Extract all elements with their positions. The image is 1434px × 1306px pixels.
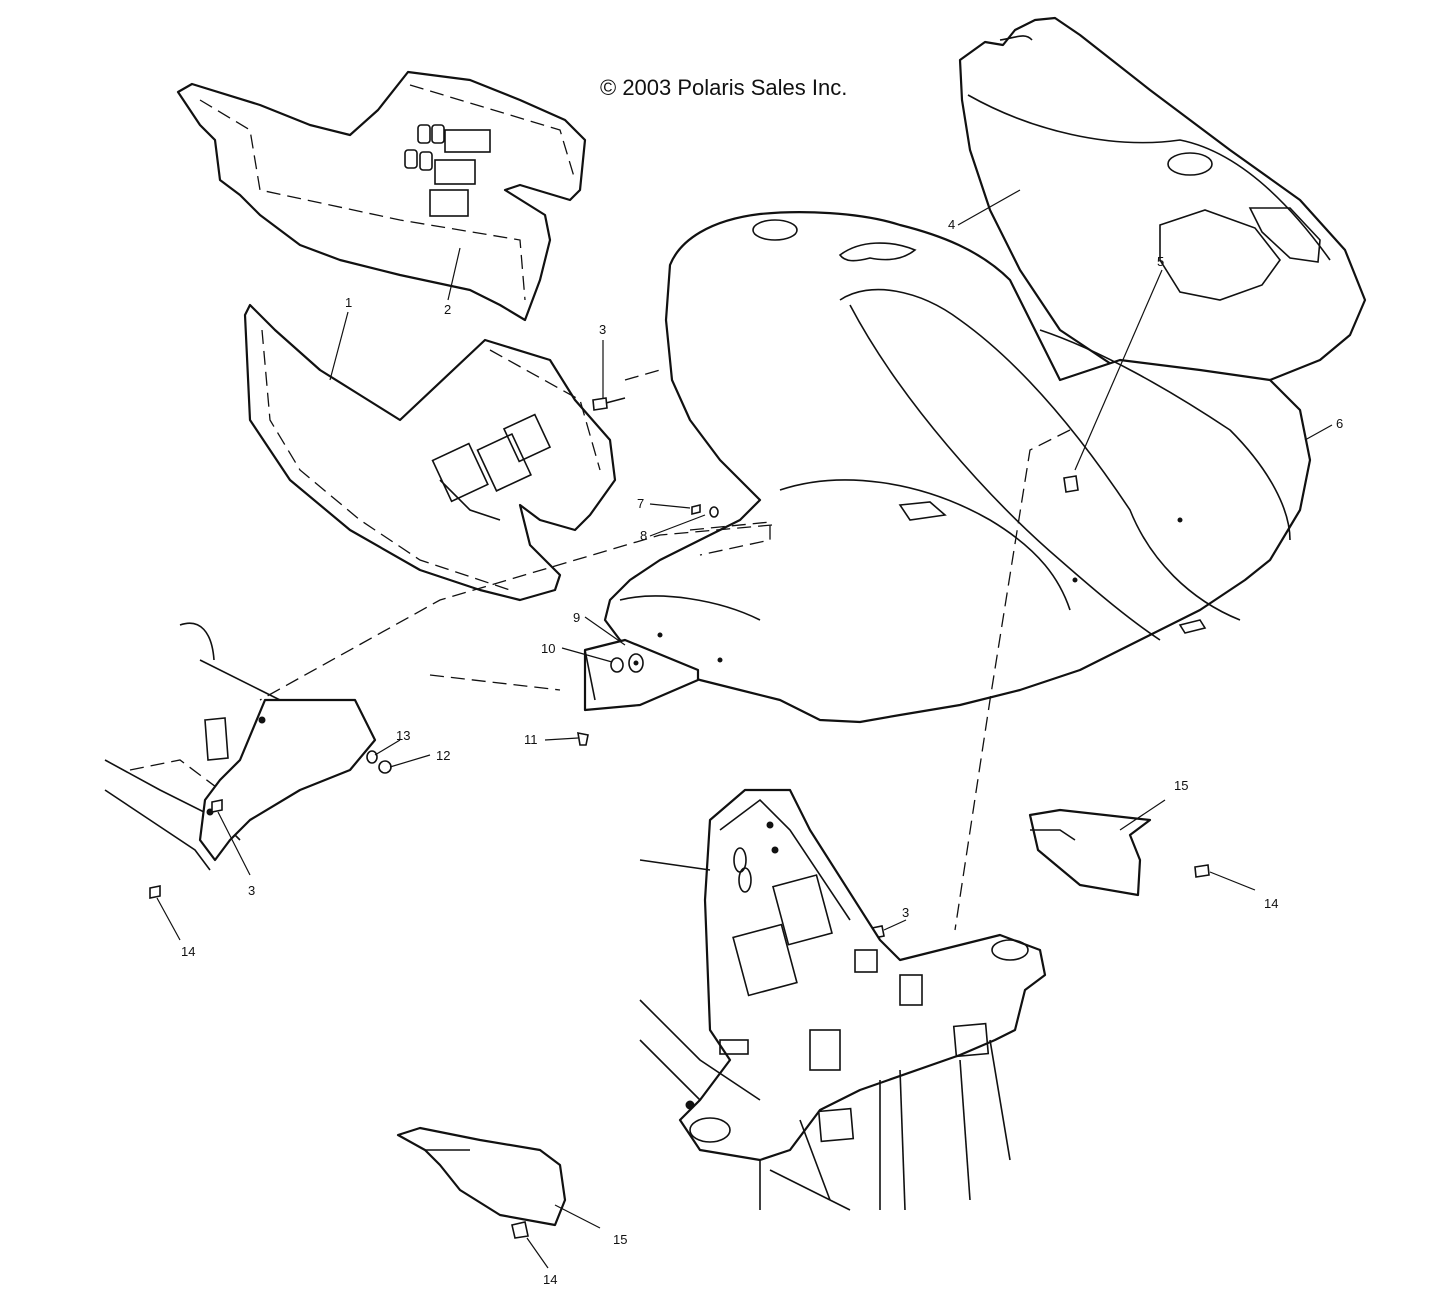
callout-11: 11	[524, 732, 538, 747]
hardware-push-rivets-14	[149, 864, 1210, 1239]
callout-3-frame: 3	[902, 905, 909, 920]
callout-7: 7	[637, 496, 644, 511]
assembly-lines	[259, 369, 1071, 931]
part-4-seat-cover	[958, 16, 1367, 387]
leader-lines	[156, 189, 1333, 1269]
part-15-bracket-left	[396, 1126, 567, 1227]
callout-14-left: 14	[181, 944, 195, 959]
callout-1: 1	[345, 295, 352, 310]
callout-6: 6	[1336, 416, 1343, 431]
frame-chassis	[639, 788, 1047, 1211]
callout-3-left: 3	[248, 883, 255, 898]
callout-15-bottom: 15	[613, 1232, 627, 1247]
part-8-mud-flap	[583, 638, 700, 712]
callout-12: 12	[436, 748, 450, 763]
left-footwell-frame	[104, 622, 377, 871]
hardware-push-rivet-11	[577, 731, 589, 746]
callout-10: 10	[541, 641, 555, 656]
part-15-bracket-right	[1028, 808, 1152, 897]
callout-4: 4	[948, 217, 955, 232]
callout-3-top: 3	[599, 322, 606, 337]
callout-2: 2	[444, 302, 451, 317]
callout-5: 5	[1157, 254, 1164, 269]
part-1-side-panel	[243, 303, 617, 602]
part-2-side-panel	[176, 70, 587, 322]
callout-8: 8	[640, 528, 647, 543]
callout-14-bottom: 14	[543, 1272, 557, 1287]
callout-9: 9	[573, 610, 580, 625]
hardware-5-clip	[1063, 475, 1079, 493]
copyright-text: © 2003 Polaris Sales Inc.	[600, 75, 847, 100]
hardware-washers-9-10	[610, 653, 644, 673]
callout-13: 13	[396, 728, 410, 743]
callout-15-right: 15	[1174, 778, 1188, 793]
hardware-nut-washer-12-13	[366, 750, 392, 774]
hardware-7-screw	[691, 503, 719, 518]
callout-14-right: 14	[1264, 896, 1278, 911]
